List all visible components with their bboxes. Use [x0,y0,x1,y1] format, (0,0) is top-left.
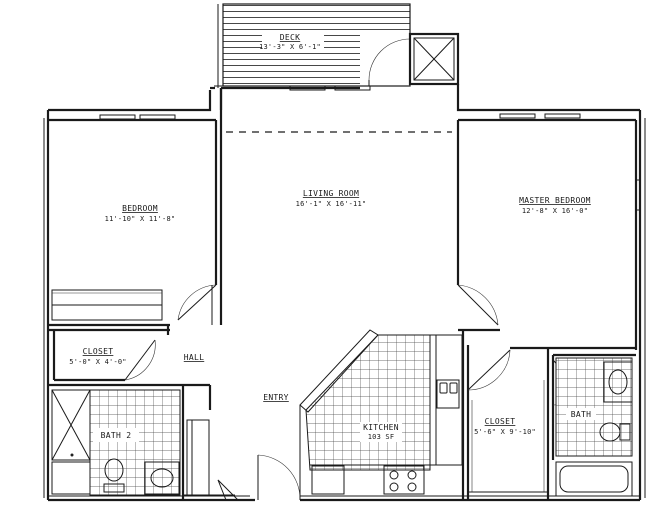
closet-master-label: CLOSET [485,417,516,426]
bedroom-dimensions: 11'-10" X 11'-8" [105,215,176,223]
master-bedroom-label: MASTER BEDROOM [519,196,591,205]
entry-door[interactable] [257,454,301,501]
master-bedroom-dimensions: 12'-8" X 16'-0" [522,207,588,215]
closet-door[interactable] [124,339,156,381]
closet-left-dimensions: 5'-0" X 4'-0" [69,358,126,366]
bath2-room: BATH 2 [51,389,181,496]
kitchen-label: KITCHEN [363,423,399,432]
bath2-label: BATH 2 [101,431,132,440]
closet-left-label: CLOSET [83,347,114,356]
deck-label: DECK [280,33,300,42]
deck-door[interactable] [360,35,411,86]
windows [99,85,641,211]
master-closet-rods [468,380,548,493]
deck-dimensions: 13'-3" X 6'-1" [259,43,321,51]
utility-closet [408,32,460,86]
master-bedroom-door[interactable] [457,284,499,326]
bedroom-label: BEDROOM [122,204,158,213]
bath-label: BATH [571,410,591,419]
kitchen-area-size: 103 SF [368,433,395,441]
linen-closet [183,419,240,501]
bedroom-closet-shelf [51,289,163,321]
master-closet-door[interactable] [467,349,511,391]
kitchen-area: KITCHEN 103 SF [299,329,463,500]
exterior-walls [43,84,646,502]
room-labels: LIVING ROOM 16'-1" X 16'-11" BEDROOM 11'… [69,189,591,436]
living-room-dimensions: 16'-1" X 16'-11" [296,200,367,208]
bedroom-door[interactable] [177,284,217,325]
entry-label: ENTRY [263,393,289,402]
living-room-label: LIVING ROOM [303,189,359,198]
closet-master-dimensions: 5'-6" X 9'-10" [474,428,536,436]
interior-walls [48,88,638,500]
master-bath-room: BATH [555,357,633,497]
hall-label: HALL [184,353,204,362]
